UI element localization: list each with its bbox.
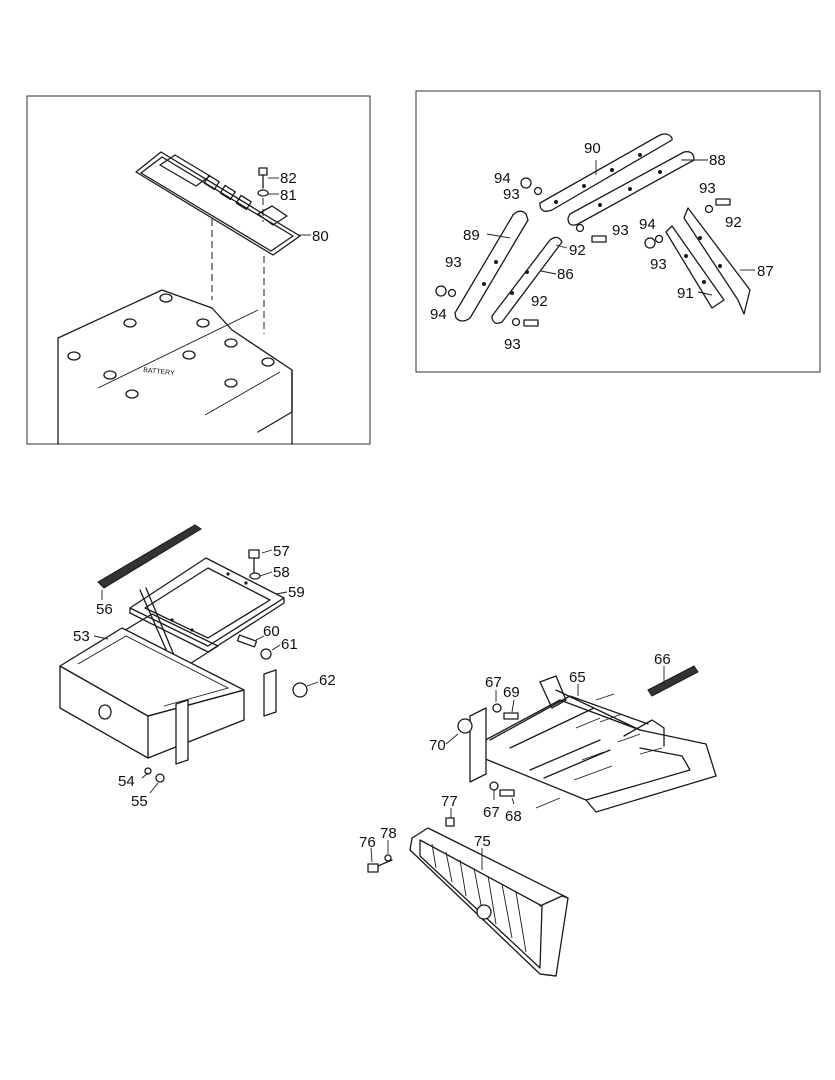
frame-assembly: 66 65 67 69 70 67 68 77 78 76 75: [359, 651, 717, 977]
callout-81: 81: [280, 187, 297, 204]
callout-93-bottom: 93: [504, 336, 521, 353]
callout-75: 75: [474, 833, 491, 850]
callout-66: 66: [654, 651, 671, 668]
callout-67-bottom: 67: [483, 804, 500, 821]
callout-87: 87: [757, 263, 774, 280]
callout-90: 90: [584, 140, 601, 157]
bracket-87: [683, 207, 751, 315]
callout-78: 78: [380, 825, 397, 842]
strip-66: [647, 665, 699, 697]
callout-94-left: 94: [430, 306, 447, 323]
battery-cover-panel: BATTERY 82 81 80: [26, 95, 371, 445]
callout-60: 60: [263, 623, 280, 640]
callout-76: 76: [359, 834, 376, 851]
callout-68: 68: [505, 808, 522, 825]
callout-92-right: 92: [725, 214, 742, 231]
bracket-91: [665, 225, 725, 309]
bar-88: [567, 151, 695, 226]
callout-61: 61: [281, 636, 298, 653]
callout-62: 62: [319, 672, 336, 689]
callout-93-mid: 93: [612, 222, 629, 239]
panel-frame-battery: [26, 95, 371, 445]
callout-89: 89: [463, 227, 480, 244]
callout-93-left: 93: [445, 254, 462, 271]
callout-67-top: 67: [485, 674, 502, 691]
callout-54: 54: [118, 773, 135, 790]
washer-81: [257, 189, 269, 197]
washer-58: [249, 572, 261, 580]
cover-plate-80: [135, 151, 301, 256]
callout-80: 80: [312, 228, 329, 245]
panel-frame-brackets: [415, 90, 821, 373]
bolt-82: [258, 167, 268, 189]
bolt-57: [248, 549, 260, 573]
callout-56: 56: [96, 601, 113, 618]
battery-block: [57, 289, 293, 445]
toolbox-body: [59, 627, 277, 765]
callout-94-top: 94: [494, 170, 511, 187]
plate-89: [454, 210, 529, 322]
callout-70: 70: [429, 737, 446, 754]
bracket-panel: 90 88 94 93 93 92 94 93 89 92 93 93 86 8…: [415, 90, 821, 373]
strip-56: [97, 524, 202, 589]
callout-53: 53: [73, 628, 90, 645]
callout-77: 77: [441, 793, 458, 810]
callout-88: 88: [709, 152, 726, 169]
callout-94-right: 94: [639, 216, 656, 233]
callout-92-mid: 92: [569, 242, 586, 259]
callout-55: 55: [131, 793, 148, 810]
callout-59: 59: [288, 584, 305, 601]
grille-75: [409, 827, 569, 977]
bar-86: [491, 236, 563, 324]
toolbox-assembly: 57 58 59 56 53 60 61 62 54 55: [59, 524, 336, 810]
plate-90: [539, 133, 673, 212]
callout-92-bottom: 92: [531, 293, 548, 310]
callout-93-right-top: 93: [699, 180, 716, 197]
callout-93-right-mid: 93: [650, 256, 667, 273]
callout-93-top: 93: [503, 186, 520, 203]
callout-57: 57: [273, 543, 290, 560]
callout-82: 82: [280, 170, 297, 187]
callout-58: 58: [273, 564, 290, 581]
callout-91: 91: [677, 285, 694, 302]
callout-65: 65: [569, 669, 586, 686]
battery-label: BATTERY: [143, 367, 176, 377]
callout-69: 69: [503, 684, 520, 701]
callout-86: 86: [557, 266, 574, 283]
